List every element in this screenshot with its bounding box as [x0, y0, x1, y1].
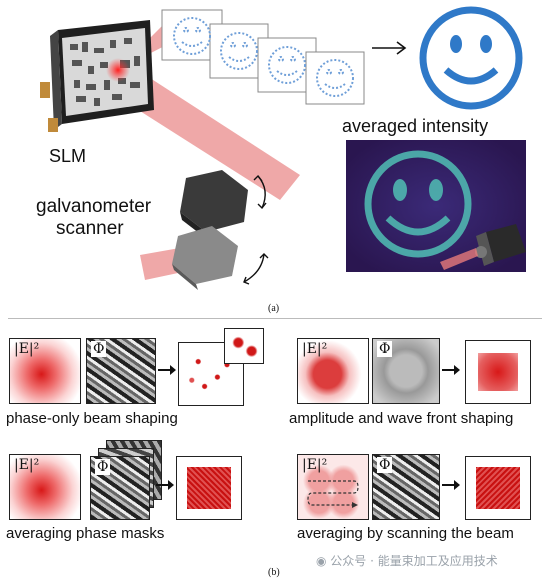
- panel-b: |E|² Φ phase-only beam shaping |E|² Φ am…: [0, 320, 550, 583]
- caption-phase-only: phase-only beam shaping: [6, 410, 178, 427]
- intensity-symbol: |E|²: [302, 341, 328, 357]
- phase-mask-4: Φ: [372, 454, 440, 520]
- caption-scanning: averaging by scanning the beam: [297, 525, 514, 542]
- speckle-zoom: [224, 328, 264, 364]
- rotation-arrows: [243, 174, 269, 285]
- galvanometer-label: galvanometer: [36, 196, 152, 217]
- slm-device: [40, 20, 154, 132]
- arrow-icon: [158, 365, 176, 375]
- panel-a-illustration: [40, 6, 526, 290]
- panel-b-label: (b): [268, 567, 280, 578]
- projection-smileys: [173, 17, 354, 97]
- averaged-intensity-label: averaged intensity: [342, 116, 489, 136]
- averaged-smiley-eyes: [450, 35, 492, 53]
- arrow-icon: [442, 480, 460, 490]
- beam-to-galvo: [110, 78, 300, 200]
- projection-stack: [161, 9, 365, 105]
- intensity-gaussian-2: |E|²: [9, 454, 81, 520]
- square-result-3: [465, 456, 531, 520]
- watermark: ◉ 公众号 · 能量束加工及应用技术: [316, 554, 498, 568]
- panel-a-label: (a): [268, 303, 280, 314]
- panel-a: SLM galvanometer scanner averaged intens…: [36, 6, 526, 314]
- wechat-icon: ◉: [316, 554, 331, 568]
- phase-symbol: Φ: [95, 459, 111, 475]
- arrow-icon: [156, 480, 174, 490]
- intensity-symbol: |E|²: [14, 341, 40, 357]
- phase-symbol: Φ: [377, 341, 393, 357]
- average-arrow: [372, 41, 407, 55]
- phase-mask-2: Φ: [372, 338, 440, 404]
- scanner-label: scanner: [56, 218, 124, 239]
- intensity-gaussian-1: |E|²: [9, 338, 81, 404]
- camera-icon: [440, 224, 526, 270]
- intensity-symbol: |E|²: [14, 457, 40, 473]
- square-result-1: [465, 340, 531, 404]
- phase-symbol: Φ: [91, 341, 107, 357]
- galvanometer-mirrors: [172, 170, 248, 290]
- scan-path: [307, 480, 359, 508]
- intensity-scan: |E|²: [297, 454, 369, 520]
- intensity-grid: |E|²: [297, 338, 369, 404]
- square-result-2: [176, 456, 242, 520]
- intensity-symbol: |E|²: [302, 457, 328, 473]
- arrow-icon: [442, 365, 460, 375]
- caption-averaging-masks: averaging phase masks: [6, 525, 165, 542]
- phase-symbol: Φ: [377, 457, 393, 473]
- phase-mask-1: Φ: [86, 338, 156, 404]
- phase-mask-3: Φ: [90, 456, 150, 520]
- caption-amplitude: amplitude and wave front shaping: [289, 410, 514, 427]
- panel-divider: [8, 318, 542, 319]
- averaged-smiley: [419, 6, 523, 110]
- slm-label: SLM: [49, 146, 87, 166]
